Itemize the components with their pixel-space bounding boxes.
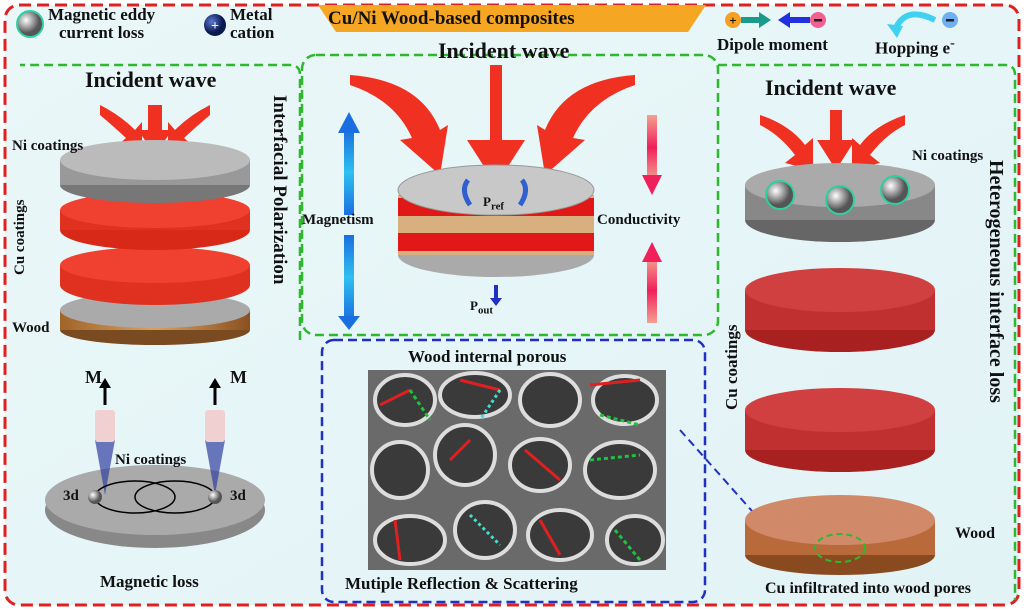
right-wood-label: Wood: [955, 525, 996, 542]
title-banner: [318, 5, 706, 32]
right-incident-label: Incident wave: [765, 75, 897, 100]
legend-cation-line2: cation: [230, 23, 275, 42]
magnetism-arrow-icon: [338, 112, 360, 330]
left-panel-border: [20, 63, 302, 340]
m-label-1: M: [85, 367, 102, 387]
center-incident-label: Incident wave: [438, 38, 570, 63]
left-ni-label-2: Ni coatings: [115, 452, 187, 468]
eddy-ball-icon: [16, 10, 44, 38]
dipole-icon: +: [725, 12, 826, 28]
porous-panel-border: [320, 338, 707, 604]
center-panel-border: [300, 53, 720, 337]
magnetic-loss-label: Magnetic loss: [100, 572, 199, 591]
legend-eddy-line2: current loss: [59, 23, 145, 42]
right-layer-stack: [745, 163, 935, 575]
porous-caption: Mutiple Reflection & Scattering: [345, 574, 578, 593]
3d-label-1: 3d: [63, 488, 79, 504]
cu-infiltrated-label: Cu infiltrated into wood pores: [765, 580, 971, 597]
conductivity-arrow-icon: [642, 115, 662, 323]
hopping-electron-icon: [887, 11, 958, 38]
legend-cation-line1: Metal: [230, 5, 273, 24]
cation-icon: [204, 14, 226, 36]
right-cu-label: Cu coatings: [722, 324, 741, 410]
left-incident-label: Incident wave: [85, 67, 217, 92]
center-disk: [397, 164, 595, 306]
magnetic-loss-illustration: [45, 378, 265, 548]
magnetism-label: Magnetism: [302, 212, 374, 228]
right-incident-arrows-icon: [760, 110, 905, 170]
legend-eddy-line1: Magnetic eddy: [48, 5, 156, 24]
svg-text:+: +: [211, 19, 219, 34]
porous-title: Wood internal porous: [408, 347, 567, 366]
legend-dipole: Dipole moment: [717, 35, 828, 54]
p-ref-sub: ref: [490, 200, 504, 213]
left-wood-label: Wood: [12, 320, 50, 336]
left-cu-label: Cu coatings: [12, 199, 28, 275]
3d-label-2: 3d: [230, 488, 246, 504]
right-panel-border: [718, 63, 1017, 600]
p-out-sub: out: [477, 304, 493, 317]
legend-hopping: Hopping e-: [875, 35, 955, 59]
left-ni-label: Ni coatings: [12, 138, 84, 154]
svg-text:+: +: [729, 13, 736, 28]
center-incident-arrows-icon: [350, 65, 635, 185]
title: Cu/Ni Wood-based composites: [328, 8, 575, 29]
p-ref-main: P: [483, 194, 491, 209]
left-layer-stack: [60, 140, 250, 345]
p-out-main: P: [470, 298, 478, 313]
right-ni-label: Ni coatings: [912, 148, 984, 164]
m-label-2: M: [230, 367, 247, 387]
p-out-label: Pout: [470, 298, 493, 317]
p-ref-label: Pref: [483, 194, 504, 213]
conductivity-label: Conductivity: [597, 212, 681, 228]
interfacial-polarization-label: Interfacial Polarization: [269, 95, 290, 285]
legend-hopping-text: Hopping e: [875, 38, 951, 58]
heterogeneous-interface-loss-label: Heterogeneous interface loss: [985, 160, 1007, 403]
legend-hopping-sup: -: [950, 35, 955, 51]
